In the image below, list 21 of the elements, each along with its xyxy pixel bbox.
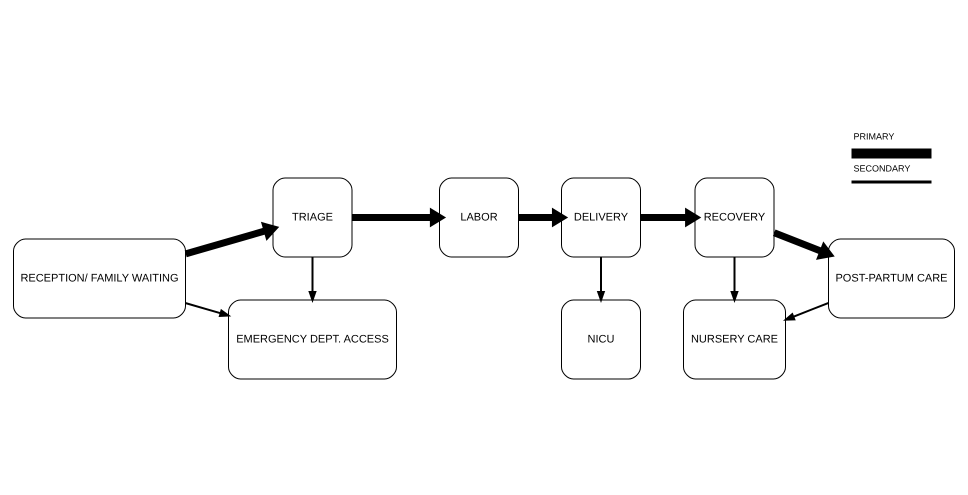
node-box: NICU [561, 299, 641, 379]
arrow [184, 221, 280, 257]
node-box: TRIAGE [272, 177, 352, 257]
node-box: LABOR [439, 177, 519, 257]
arrow [783, 302, 829, 320]
node-box: RECEPTION/ FAMILY WAITING [13, 238, 186, 318]
legend-label: PRIMARY [854, 131, 894, 142]
node-box: RECOVERY [694, 177, 774, 257]
arrow [518, 207, 568, 227]
node-box: EMERGENCY DEPT. ACCESS [228, 299, 397, 379]
arrow [352, 207, 446, 227]
arrow [730, 256, 739, 302]
node-box: DELIVERY [561, 177, 641, 257]
arrow [308, 256, 317, 302]
arrow [185, 302, 232, 316]
arrow [772, 228, 835, 260]
legend-label: SECONDARY [854, 163, 910, 174]
arrow [596, 256, 606, 302]
arrow [640, 207, 702, 227]
node-box: NURSERY CARE [683, 299, 786, 379]
node-box: POST-PARTUM CARE [828, 238, 955, 318]
